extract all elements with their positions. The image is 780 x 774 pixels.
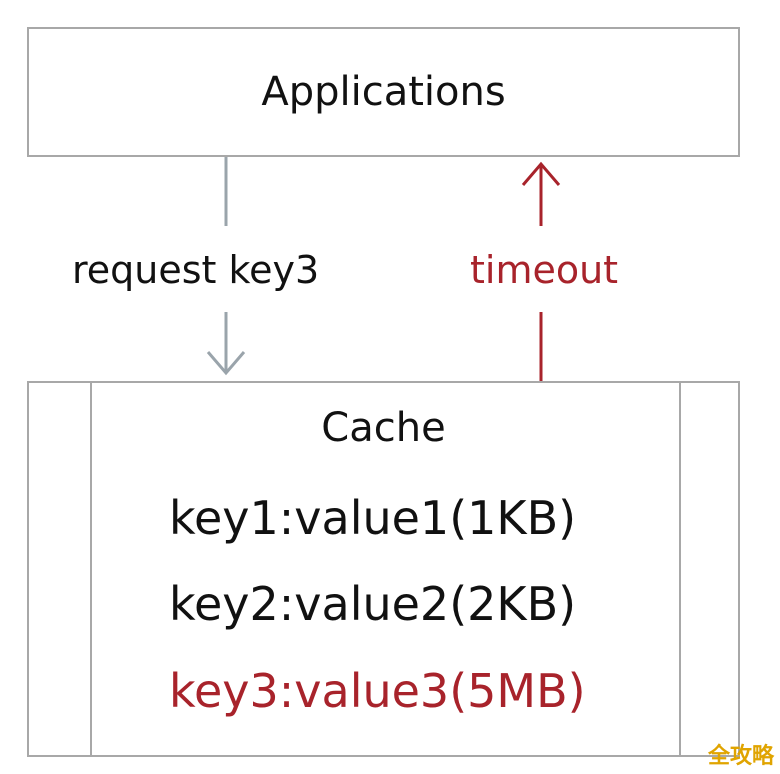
cache-right-divider xyxy=(679,383,681,755)
timeout-label: timeout xyxy=(470,248,619,292)
cache-title: Cache xyxy=(321,405,446,451)
watermark-logo: 全攻略 xyxy=(707,744,774,769)
cache-entry-key3: key3:value3(5MB) xyxy=(169,664,586,718)
timeout-arrowhead xyxy=(521,161,561,186)
cache-entry-key2: key2:value2(2KB) xyxy=(169,577,577,631)
cache-left-divider xyxy=(90,383,92,755)
request-arrow xyxy=(206,157,246,376)
applications-title: Applications xyxy=(261,69,506,115)
timeout-arrow xyxy=(521,161,561,381)
cache-box: Cache key1:value1(1KB) key2:value2(2KB) … xyxy=(27,381,740,757)
cache-entry-key1: key1:value1(1KB) xyxy=(169,491,577,545)
request-arrowhead xyxy=(206,351,246,376)
applications-box: Applications xyxy=(27,27,740,157)
request-label: request key3 xyxy=(72,248,320,292)
